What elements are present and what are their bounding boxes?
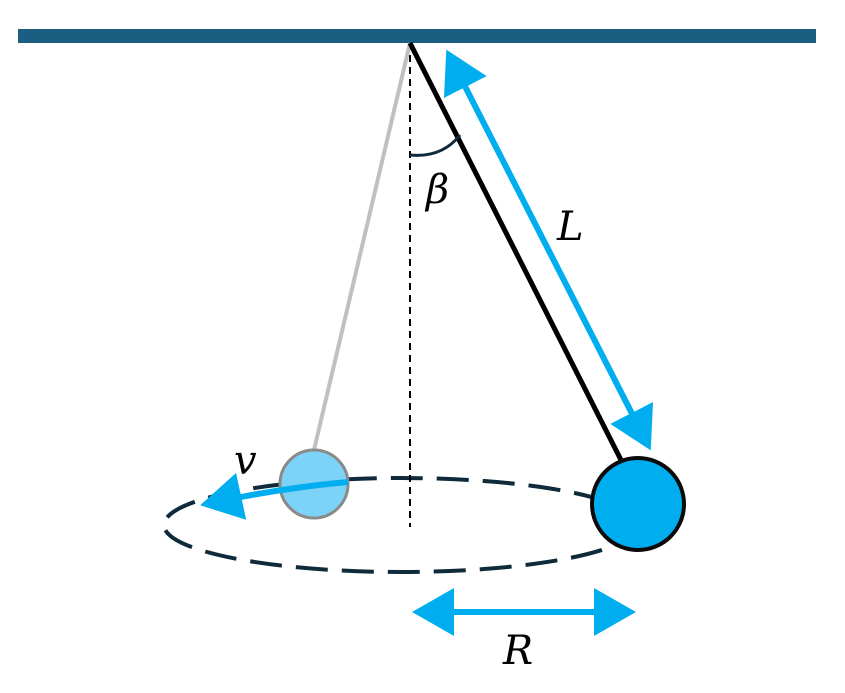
angle-label-beta: β bbox=[424, 167, 449, 213]
velocity-label-v: v bbox=[234, 438, 257, 484]
angle-arc bbox=[409, 134, 462, 157]
ceiling-bar bbox=[18, 29, 816, 43]
pendulum-string bbox=[407, 41, 625, 464]
circular-orbit-path bbox=[162, 476, 640, 574]
pendulum-bob bbox=[590, 456, 686, 552]
length-arrow bbox=[443, 49, 654, 451]
radius-label-R: R bbox=[502, 628, 533, 674]
velocity-arrow bbox=[200, 472, 349, 520]
length-label-L: L bbox=[556, 204, 584, 250]
ghost-pendulum-string bbox=[312, 42, 412, 451]
